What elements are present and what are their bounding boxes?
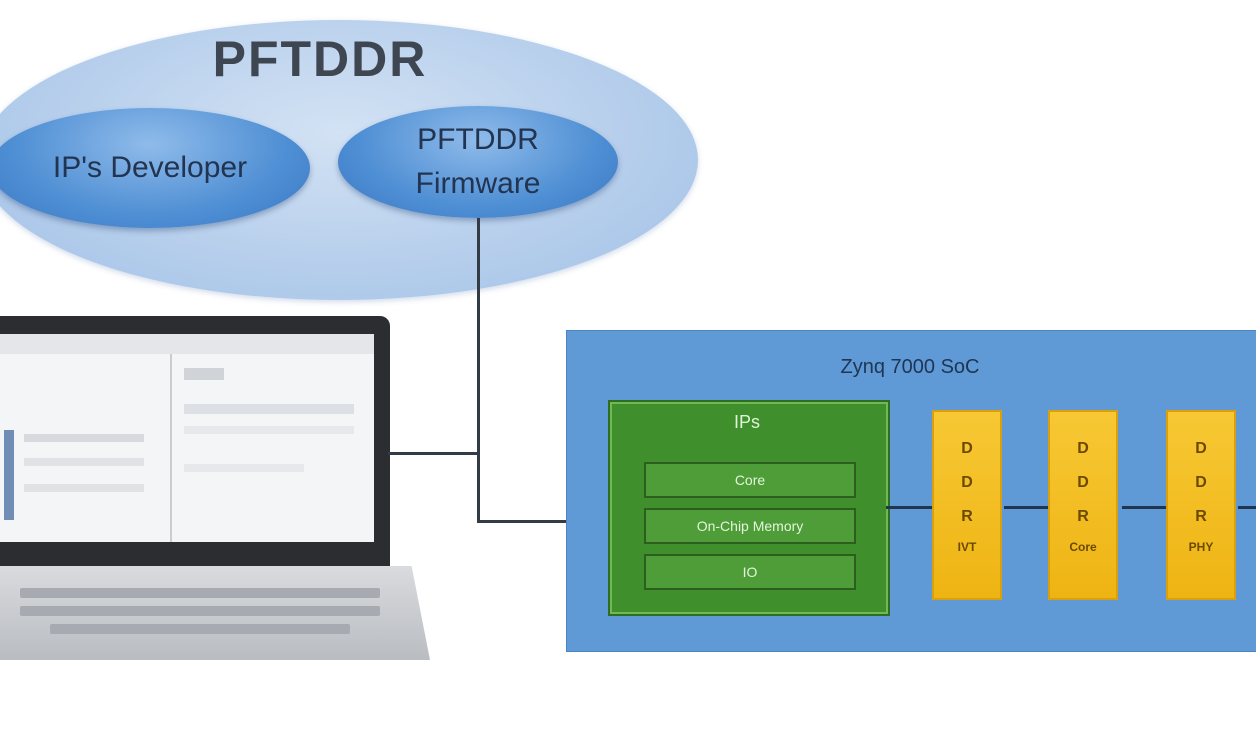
pftddr-title: PFTDDR (212, 31, 428, 87)
laptop-display (0, 334, 374, 542)
ip-core-block: Core (644, 462, 856, 498)
ddr-core-letter-r: R (1077, 508, 1089, 525)
connector-to-ip (477, 520, 645, 523)
soc-title: Zynq 7000 SoC (840, 356, 980, 378)
ddr-core-letter-d1: D (1077, 440, 1089, 457)
ddr-phy-letter-d1: D (1195, 440, 1207, 457)
ddr-ivt-sub: IVT (957, 540, 977, 554)
connector-laptop-horizontal (388, 452, 480, 455)
ddr-ivt-letter-d2: D (961, 474, 973, 491)
ddr-phy-block: D D R PHY (1166, 410, 1236, 600)
link-ddr2-ddr3 (1122, 506, 1166, 509)
link-ddr3-out (1238, 506, 1256, 509)
ddr-core-block: D D R Core (1048, 410, 1118, 600)
ddr-core-sub: Core (1069, 540, 1097, 554)
ip-developer-node: IP's Developer (0, 108, 310, 228)
pftddr-firmware-label: PFTDDR Firmware (415, 123, 541, 200)
ddr-phy-sub: PHY (1188, 540, 1214, 554)
link-ip-ddr1 (886, 506, 934, 509)
ip-onchip-memory-block: On-Chip Memory (644, 508, 856, 544)
laptop-base (0, 566, 430, 660)
connector-firmware-vertical (477, 218, 480, 522)
ddr-ivt-block: D D R IVT (932, 410, 1002, 600)
ddr-ivt-letter-r: R (961, 508, 973, 525)
ddr-ivt-letter-d1: D (961, 440, 973, 457)
link-ddr1-ddr2 (1004, 506, 1050, 509)
ip-io-block: IO (644, 554, 856, 590)
ip-developer-label: IP's Developer (52, 151, 248, 184)
ip-block-title: IPs (733, 412, 760, 432)
ddr-phy-letter-r: R (1195, 508, 1207, 525)
ddr-phy-letter-d2: D (1195, 474, 1207, 491)
pftddr-firmware-node: PFTDDR Firmware (338, 106, 618, 218)
ddr-core-letter-d2: D (1077, 474, 1089, 491)
